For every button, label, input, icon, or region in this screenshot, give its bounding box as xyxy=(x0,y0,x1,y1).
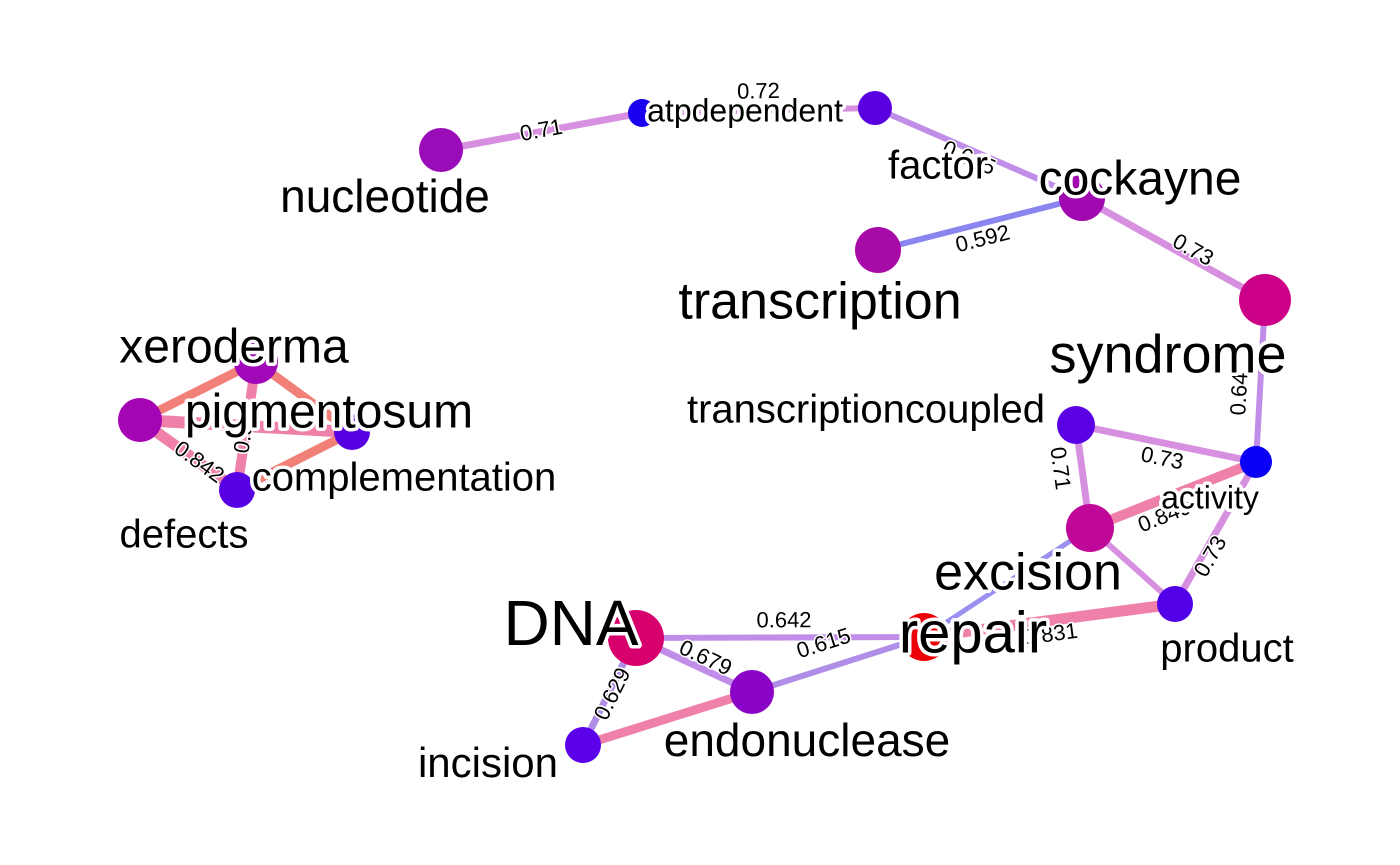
node-label-defects: defects xyxy=(120,513,249,557)
node-label-activity: activity xyxy=(1161,479,1259,515)
edge-label-nucleotide-atpdependent: 0.71 xyxy=(518,114,565,146)
edge-label-atpdependent-factor: 0.72 xyxy=(737,78,780,104)
node-endonuclease xyxy=(730,670,774,714)
node-factor xyxy=(858,91,892,125)
node-atpdependent xyxy=(628,99,656,127)
edge-repair-product xyxy=(918,598,1181,643)
edge-complementation-defects xyxy=(232,427,357,495)
edge-activity-excision xyxy=(1085,457,1261,533)
node-label-factor: factor xyxy=(888,144,988,188)
node-pigmentosum xyxy=(118,398,162,442)
edge-label-DNA-incision: 0.629 xyxy=(589,664,636,724)
node-label-xeroderma: xeroderma xyxy=(119,321,349,374)
edge-label-cockayne-syndrome: 0.73 xyxy=(1169,228,1219,271)
node-label-transcription: transcription xyxy=(678,273,961,331)
node-label-DNA: DNA xyxy=(503,587,638,659)
node-label-syndrome: syndrome xyxy=(1049,324,1286,384)
node-complementation xyxy=(334,414,370,450)
node-nucleotide xyxy=(419,128,463,172)
node-xeroderma xyxy=(234,340,278,384)
edge-incision-endonuclease xyxy=(578,687,757,750)
node-excision xyxy=(1066,504,1114,552)
node-repair xyxy=(900,613,948,661)
edge-label-DNA-repair: 0.642 xyxy=(756,607,811,632)
node-label-pigmentosum: pigmentosum xyxy=(185,386,473,439)
edge-nucleotide-atpdependent xyxy=(437,109,646,154)
node-label-nucleotide: nucleotide xyxy=(280,170,490,222)
node-label-transcriptioncoupled: transcriptioncoupled xyxy=(687,388,1045,432)
node-syndrome xyxy=(1239,274,1291,326)
node-label-repair: repair xyxy=(899,600,1047,665)
edge-factor-cockayne xyxy=(872,105,1085,201)
node-label-cockayne: cockayne xyxy=(1039,153,1242,206)
node-DNA xyxy=(608,610,664,666)
node-label-atpdependent: atpdependent xyxy=(647,92,843,128)
node-label-incision: incision xyxy=(418,739,558,786)
node-label-complementation: complementation xyxy=(252,456,557,500)
node-label-endonuclease: endonuclease xyxy=(664,714,950,766)
edge-cockayne-syndrome xyxy=(1078,194,1269,304)
node-incision xyxy=(565,727,601,763)
edge-atpdependent-factor xyxy=(639,105,878,116)
edge-activity-product xyxy=(1171,458,1260,608)
node-defects xyxy=(219,472,255,508)
node-cockayne xyxy=(1059,175,1105,221)
edge-transcriptioncoupled-activity xyxy=(1072,421,1260,466)
edge-label-cockayne-transcription: 0.592 xyxy=(953,219,1013,257)
edge-cockayne-transcription xyxy=(875,195,1085,253)
node-label-excision: excision xyxy=(934,544,1122,602)
edge-label-transcriptioncoupled-excision: 0.71 xyxy=(1045,445,1076,491)
node-labels-layer: nucleotide atpdependent factor cockayne tran… xyxy=(116,89,1297,790)
node-product xyxy=(1157,586,1193,622)
edge-label-syndrome-activity: 0.64 xyxy=(1225,372,1252,416)
edges-layer xyxy=(134,105,1269,750)
node-transcription xyxy=(855,227,901,273)
node-activity xyxy=(1240,446,1272,478)
edge-syndrome-activity xyxy=(1253,297,1268,465)
node-transcriptioncoupled xyxy=(1057,406,1095,444)
edge-DNA-repair xyxy=(633,634,927,641)
node-label-product: product xyxy=(1160,627,1293,671)
nodes-layer xyxy=(118,91,1291,763)
edge-excision-repair xyxy=(921,525,1093,640)
edge-endonuclease-repair xyxy=(749,634,927,695)
